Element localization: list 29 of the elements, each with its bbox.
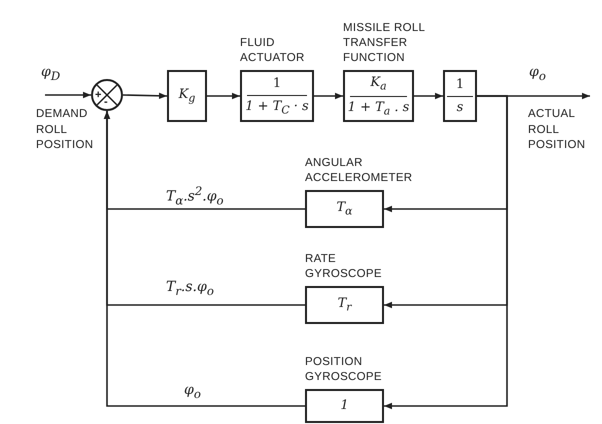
gain-label: K$_{g}$ [178,87,196,105]
summing-junction [91,79,123,111]
signal-arrow [384,95,508,410]
signal-arrow [104,111,305,407]
signal-arrow [45,92,91,98]
denominator: 1 + T$_{C}$ · s [245,98,309,116]
signal-caption: DEMAND ROLL POSITION [36,107,94,154]
numerator: 1 [272,76,282,92]
signal-label: T$_{α}$.s$^{2}$.φ$_{o}$ [165,184,225,208]
denominator: 1 + T$_{a}$ . s [348,100,410,118]
signal-arrow [207,92,240,100]
gain-label: 1 [340,398,349,414]
sign-label: + [95,90,102,101]
block-heading: MISSILE ROLL TRANSFER FUNCTION [343,21,426,66]
block-heading: ANGULAR ACCELEROMETER [305,156,414,186]
block-heading: RATE GYROSCOPE [305,252,383,282]
signal-arrow [414,92,443,100]
signal-arrow [314,92,343,100]
gain-label: T$_{r}$ [338,296,352,314]
gain-label: T$_{α}$ [336,200,352,218]
numerator: 1 [456,76,464,92]
block-heading: FLUID ACTUATOR [240,36,306,66]
block-heading: POSITION GYROSCOPE [305,355,383,385]
sign-label: - [104,97,108,108]
numerator: K$_{a}$ [370,74,387,92]
signal-label: T$_{r}$.s.φ$_{o}$ [165,279,215,298]
signal-arrow [122,92,168,100]
denominator: s [456,100,464,116]
signal-caption: ACTUAL ROLL POSITION [528,107,586,154]
